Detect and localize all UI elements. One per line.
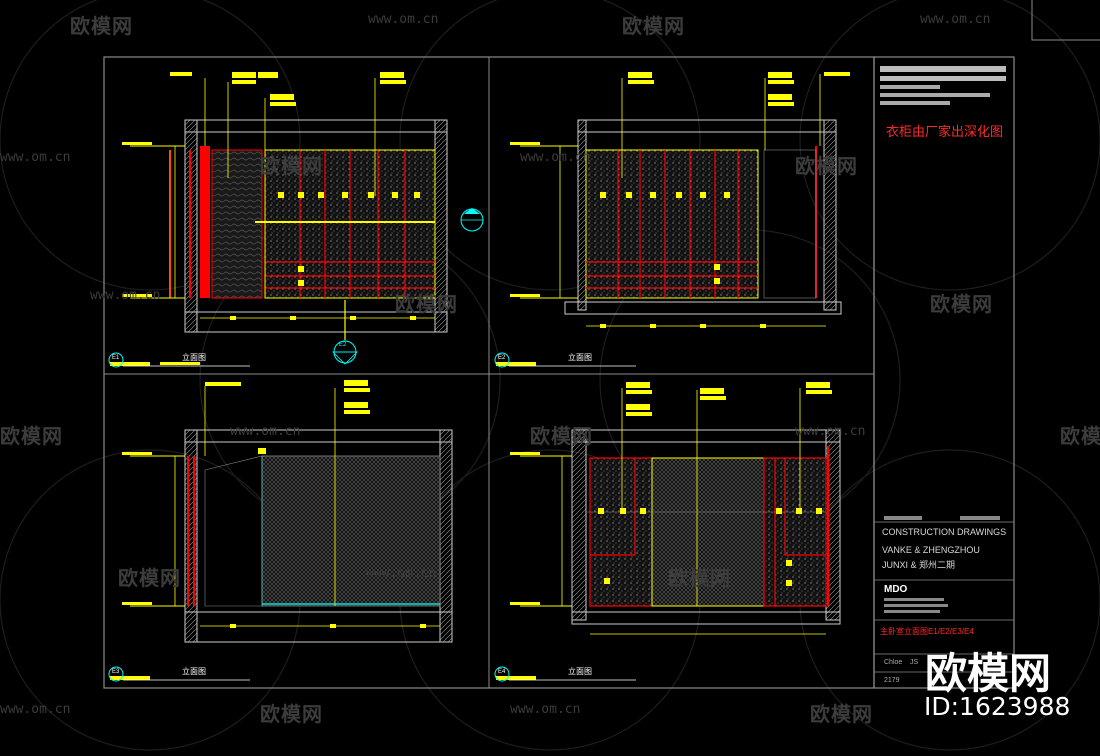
watermark-url: www.om.cn (0, 150, 71, 165)
wardrobe-note: 衣柜由厂家出深化图 (886, 125, 1004, 140)
title-number: 2179 (884, 677, 900, 684)
watermark-url: www.om.cn (795, 424, 866, 439)
title-project-line2: JUNXI & 郑州二期 (882, 560, 956, 570)
watermark-url: www.om.cn (0, 702, 71, 717)
watermark-brand: 欧模网 (668, 566, 731, 590)
watermark-brand: 欧模网 (260, 154, 323, 178)
view-title-e2: 立面图 (568, 353, 592, 362)
watermark-url: www.om.cn (920, 12, 991, 27)
title-sheet-name: 主卧室立面图E1/E2/E3/E4 (880, 627, 974, 636)
title-construction: CONSTRUCTION DRAWINGS (882, 527, 1007, 537)
watermark-brand: 欧模网 (70, 14, 133, 38)
watermark-url: www.om.cn (368, 12, 439, 27)
view-id-e1: E1 (112, 355, 120, 361)
watermark-brand: 欧模网 (795, 154, 858, 178)
title-block-lines (874, 66, 1014, 673)
watermark-brand: 欧模网 (395, 292, 458, 316)
title-firm: MDO (884, 584, 908, 595)
elevation-e4 (494, 382, 841, 682)
watermark-brand: 欧模网 (0, 424, 63, 448)
title-project-line1: VANKE & ZHENGZHOU (882, 545, 980, 555)
view-id-e3: E3 (112, 669, 120, 675)
view-title-e4: 立面图 (568, 667, 592, 676)
elevation-e2 (494, 72, 850, 368)
elevation-e3 (108, 380, 453, 682)
watermark-brand: 欧模网 (118, 566, 181, 590)
view-id-e2: E2 (498, 355, 506, 361)
view-id-e4: E4 (498, 669, 506, 675)
watermark-url: www.om.cn (90, 288, 161, 303)
logo-brand: 欧模网 (925, 649, 1052, 698)
watermark-brand: 欧模网 (1060, 424, 1100, 448)
watermark-brand: 欧模网 (530, 424, 593, 448)
view-title-e3: 立面图 (182, 667, 206, 676)
watermark-brand: 欧模网 (810, 702, 873, 726)
title-checked-by: JS (910, 659, 919, 666)
logo-id: ID:1623988 (924, 692, 1071, 721)
watermark-url: www.om.cn (366, 566, 437, 581)
watermark-brand: 欧模网 (622, 14, 685, 38)
callout-e1-label: E1 (466, 210, 474, 216)
watermark-url: www.om.cn (230, 424, 301, 439)
title-block-frame (873, 56, 1015, 689)
corner-mark (1031, 0, 1100, 41)
watermark-url: www.om.cn (520, 150, 591, 165)
watermark-brand: 欧模网 (260, 702, 323, 726)
view-title-e1: 立面图 (182, 353, 206, 362)
title-drawn-by: Chloe (884, 659, 903, 666)
elevation-e1 (108, 72, 484, 368)
callout-e2-label: E2 (339, 342, 347, 348)
watermark-url: www.om.cn (510, 702, 581, 717)
watermark-brand: 欧模网 (930, 292, 993, 316)
